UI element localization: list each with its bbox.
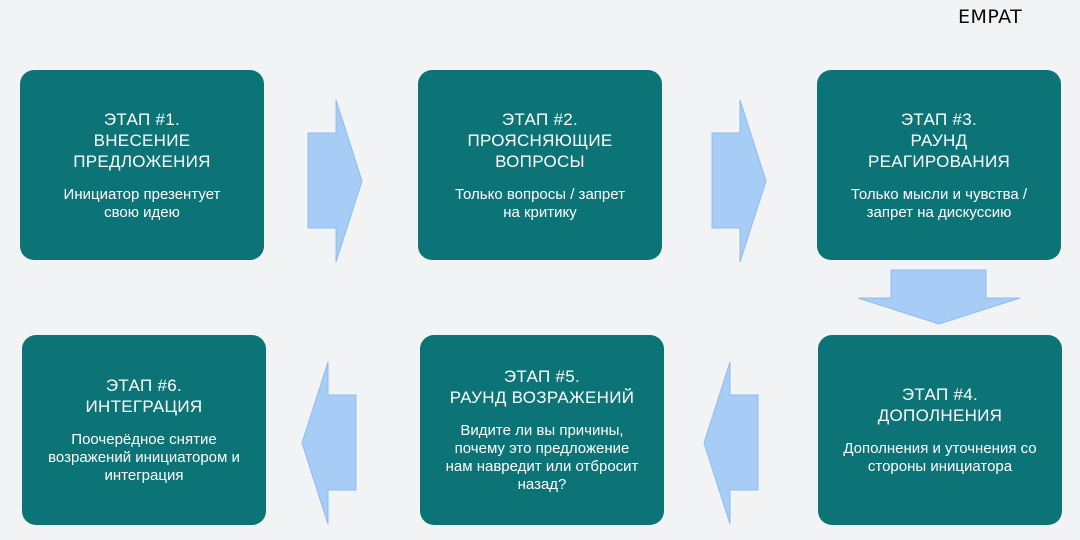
stage-3-box: ЭТАП #3. РАУНД РЕАГИРОВАНИЯ Только мысли… [817, 70, 1061, 260]
stage-5-box: ЭТАП #5. РАУНД ВОЗРАЖЕНИЙ Видите ли вы п… [420, 335, 664, 525]
stage-1-description: Инициатор презентует свою идею [63, 185, 221, 221]
arrow-left-icon [301, 361, 357, 525]
stage-2-description: Только вопросы / запрет на критику [455, 185, 625, 221]
stage-4-description: Дополнения и уточнения со стороны инициа… [843, 440, 1037, 475]
arrow-left-icon [703, 361, 759, 525]
stage-2-title: ЭТАП #2. ПРОЯСНЯЮЩИЕ ВОПРОСЫ [467, 109, 613, 171]
empat-logo: EMPAT [958, 6, 1023, 28]
arrow-right-icon [711, 99, 767, 263]
arrow-down-icon [857, 269, 1021, 325]
stage-3-description: Только мысли и чувства / запрет на диску… [850, 185, 1028, 221]
stage-5-description: Видите ли вы причины, почему это предлож… [445, 422, 639, 493]
arrow-right-icon [307, 99, 363, 263]
stage-6-description: Поочерёдное снятие возражений инициаторо… [48, 431, 240, 484]
stage-1-box: ЭТАП #1. ВНЕСЕНИЕ ПРЕДЛОЖЕНИЯ Инициатор … [20, 70, 264, 260]
stage-4-box: ЭТАП #4. ДОПОЛНЕНИЯ Дополнения и уточнен… [818, 335, 1062, 525]
stage-3-title: ЭТАП #3. РАУНД РЕАГИРОВАНИЯ [867, 109, 1011, 171]
stage-1-title: ЭТАП #1. ВНЕСЕНИЕ ПРЕДЛОЖЕНИЯ [73, 109, 211, 171]
stage-2-box: ЭТАП #2. ПРОЯСНЯЮЩИЕ ВОПРОСЫ Только вопр… [418, 70, 662, 260]
stage-4-title: ЭТАП #4. ДОПОЛНЕНИЯ [877, 385, 1003, 425]
stage-6-box: ЭТАП #6. ИНТЕГРАЦИЯ Поочерёдное снятие в… [22, 335, 266, 525]
stage-5-title: ЭТАП #5. РАУНД ВОЗРАЖЕНИЙ [449, 367, 635, 407]
stage-6-title: ЭТАП #6. ИНТЕГРАЦИЯ [85, 376, 203, 416]
